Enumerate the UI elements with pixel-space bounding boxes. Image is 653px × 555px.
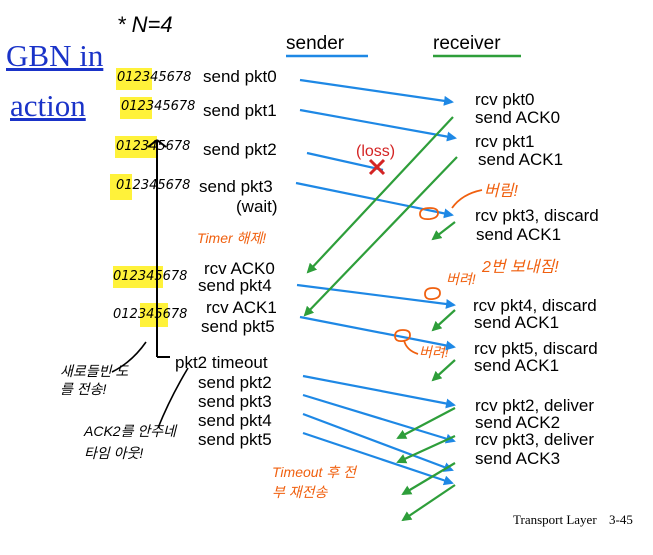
discard-marker: [419, 207, 439, 221]
discard-marker: [403, 339, 419, 355]
pkt-arrow: [296, 283, 456, 309]
receiver-event: send ACK1: [478, 150, 564, 169]
discard-marker: [424, 287, 441, 301]
note-pointer: [157, 367, 189, 429]
discard-note: 버려!: [446, 271, 476, 287]
sender-event: send pkt4: [198, 411, 272, 430]
sender-event: send pkt5: [198, 430, 272, 449]
slide-title-line2: action: [10, 88, 86, 123]
note-pointer: [111, 341, 147, 373]
pkt-arrow: [295, 181, 454, 219]
twice-note: 2번 보내짐!: [482, 259, 559, 276]
receiver-event: rcv pkt2, deliver: [475, 396, 595, 415]
timer-note: Timer 해제!: [197, 230, 267, 246]
receiver-event: rcv pkt0: [475, 90, 535, 109]
ack-arrow: [401, 484, 456, 522]
receiver-event: send ACK1: [476, 225, 562, 244]
ack2-note: ACK2를 안주네 타임 아웃!: [84, 423, 176, 461]
sender-event: send pkt2: [203, 140, 277, 159]
pkt-arrow: [299, 108, 457, 142]
page-number: 3-45: [609, 512, 633, 527]
ack-arrow: [401, 462, 456, 496]
seq-highlight: [113, 266, 163, 288]
pkt-arrow: [302, 374, 456, 409]
loss-x: [368, 158, 386, 176]
sender-header: sender: [286, 33, 345, 54]
window-bracket: [156, 139, 167, 148]
sender-event: send pkt0: [203, 67, 277, 86]
receiver-event: rcv pkt3, discard: [475, 206, 599, 225]
ack-arrow: [396, 407, 456, 439]
seq-highlight: [140, 303, 168, 327]
receiver-header: receiver: [433, 33, 501, 54]
window-note: 새로들빈 도를 전송!: [60, 363, 129, 397]
ack-arrow: [303, 156, 458, 317]
sender-event: pkt2 timeout: [175, 353, 268, 372]
receiver-event: send ACK1: [474, 313, 560, 332]
window-bracket: [147, 139, 158, 148]
ack-arrow: [431, 359, 456, 382]
sender-event: (wait): [236, 197, 278, 216]
discard-note: 버림!: [484, 183, 518, 200]
ack-arrow: [306, 116, 454, 274]
sender-event: send pkt2: [198, 373, 272, 392]
slide-title-line1: GBN in: [6, 38, 104, 73]
retransmit-note: Timeout 후 전부 재전송: [272, 464, 356, 500]
receiver-event: send ACK1: [474, 356, 560, 375]
seq-highlight: [120, 97, 152, 119]
receiver-event: send ACK3: [475, 449, 561, 468]
sender-event: send pkt3: [198, 392, 272, 411]
receiver-event: send ACK0: [475, 108, 561, 127]
pkt-arrow: [302, 393, 456, 444]
sender-event: send pkt1: [203, 101, 277, 120]
discard-note: 버려!: [419, 344, 449, 360]
seq-numbers: 012345678: [116, 139, 191, 154]
sender-event: rcv ACK0: [204, 259, 275, 278]
seq-highlight: [116, 68, 152, 90]
pkt-arrow: [299, 78, 454, 106]
sender-event: send pkt5: [201, 317, 275, 336]
receiver-event: rcv pkt5, discard: [474, 339, 598, 358]
ack-arrow: [396, 434, 456, 464]
discard-marker: [451, 189, 483, 209]
ack-arrow: [431, 309, 456, 332]
seq-numbers: 012345678: [121, 99, 196, 114]
seq-numbers: 012345678: [117, 70, 192, 85]
seq-numbers: 012345678: [113, 269, 188, 284]
seq-numbers: 012345678: [113, 307, 188, 322]
ack-arrow: [431, 221, 456, 241]
pkt-arrow: [302, 412, 454, 472]
seq-highlight: [110, 174, 132, 200]
sender-event: rcv ACK1: [206, 298, 277, 317]
receiver-event: rcv pkt3, deliver: [475, 430, 595, 449]
receiver-event: rcv pkt4, discard: [473, 296, 597, 315]
receiver-event: send ACK2: [475, 413, 561, 432]
pkt-arrow: [306, 151, 384, 172]
receiver-event: rcv pkt1: [475, 132, 535, 151]
window-size-note: * N=4: [117, 12, 173, 37]
footer-label: Transport Layer: [513, 512, 597, 527]
seq-numbers: 012345678: [116, 178, 191, 193]
sender-event: send pkt4: [198, 276, 272, 295]
loss-label: (loss): [356, 143, 396, 160]
pkt-arrow: [302, 431, 454, 486]
discard-marker: [394, 329, 411, 343]
pkt-arrow: [299, 315, 456, 351]
sender-event: send pkt3: [199, 177, 273, 196]
seq-highlight: [115, 136, 157, 158]
